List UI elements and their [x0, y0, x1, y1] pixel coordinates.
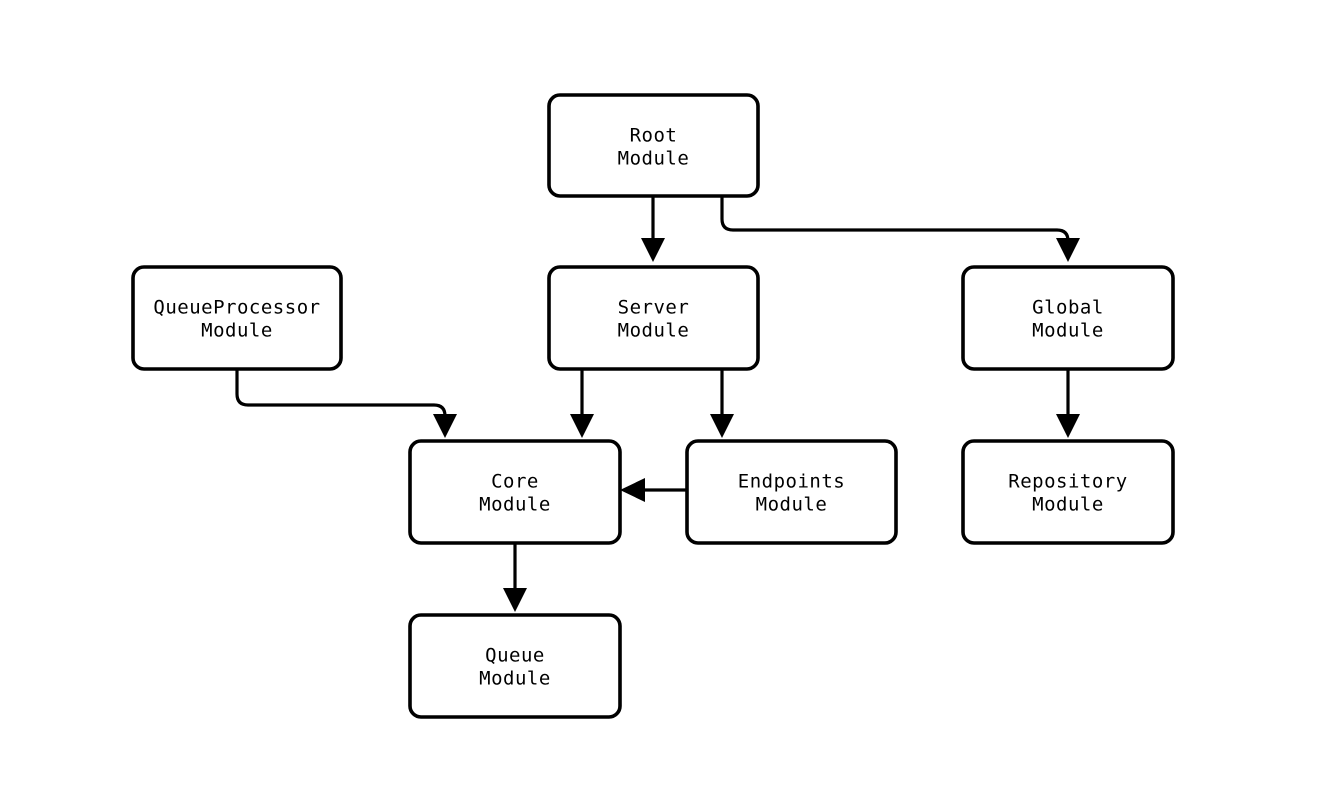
node-global-box[interactable] — [961, 265, 1175, 371]
node-queueprocessor-box[interactable] — [131, 265, 343, 371]
nodes-layer: Root Module QueueProcessor Module Server… — [131, 93, 1175, 719]
node-root[interactable]: Root Module — [547, 93, 760, 198]
edge-endpoints-to-core — [620, 478, 687, 502]
node-root-label-line1: Root — [630, 125, 678, 147]
node-repository-label-line2: Module — [1032, 494, 1104, 516]
edge-queueprocessor-to-core — [235, 369, 457, 438]
node-global-label-line1: Global — [1032, 297, 1104, 319]
node-global[interactable]: Global Module — [961, 265, 1175, 371]
node-server-box[interactable] — [547, 265, 760, 371]
node-core-label-line2: Module — [479, 494, 551, 516]
arrow-head-icon — [570, 414, 594, 438]
node-queue-label-line2: Module — [479, 668, 551, 690]
node-endpoints-box[interactable] — [685, 439, 898, 545]
node-queue-label-line1: Queue — [485, 645, 545, 667]
node-core-box[interactable] — [408, 439, 622, 545]
node-endpoints-label-line2: Module — [756, 494, 828, 516]
node-repository[interactable]: Repository Module — [961, 439, 1175, 545]
node-core-label-line1: Core — [491, 471, 539, 493]
node-queueprocessor-label-line2: Module — [201, 320, 273, 342]
edge-line — [720, 196, 1070, 244]
arrow-head-icon — [641, 238, 665, 262]
edge-core-to-queue — [503, 543, 527, 612]
node-server-label-line1: Server — [618, 297, 690, 319]
node-root-box[interactable] — [547, 93, 760, 198]
node-repository-label-line1: Repository — [1008, 471, 1127, 493]
arrow-head-icon — [710, 414, 734, 438]
node-queue-box[interactable] — [408, 613, 622, 719]
edge-root-to-server — [641, 196, 665, 262]
node-endpoints-label-line1: Endpoints — [738, 471, 845, 493]
node-server[interactable]: Server Module — [547, 265, 760, 371]
node-server-label-line2: Module — [618, 320, 690, 342]
arrow-head-icon — [433, 414, 457, 438]
arrow-head-icon — [503, 588, 527, 612]
node-global-label-line2: Module — [1032, 320, 1104, 342]
node-root-label-line2: Module — [618, 148, 690, 170]
node-endpoints[interactable]: Endpoints Module — [685, 439, 898, 545]
node-queueprocessor[interactable]: QueueProcessor Module — [131, 265, 343, 371]
node-core[interactable]: Core Module — [408, 439, 622, 545]
edge-server-to-core — [570, 369, 594, 438]
edge-server-to-endpoints — [710, 369, 734, 438]
arrow-head-icon — [1056, 414, 1080, 438]
edges-layer — [235, 196, 1080, 612]
arrow-head-icon — [620, 478, 645, 502]
edge-root-to-global — [720, 196, 1080, 262]
node-queueprocessor-label-line1: QueueProcessor — [153, 297, 320, 319]
edge-global-to-repository — [1056, 369, 1080, 438]
arrow-head-icon — [1056, 238, 1080, 262]
node-queue[interactable]: Queue Module — [408, 613, 622, 719]
node-repository-box[interactable] — [961, 439, 1175, 545]
edge-line — [235, 369, 447, 418]
